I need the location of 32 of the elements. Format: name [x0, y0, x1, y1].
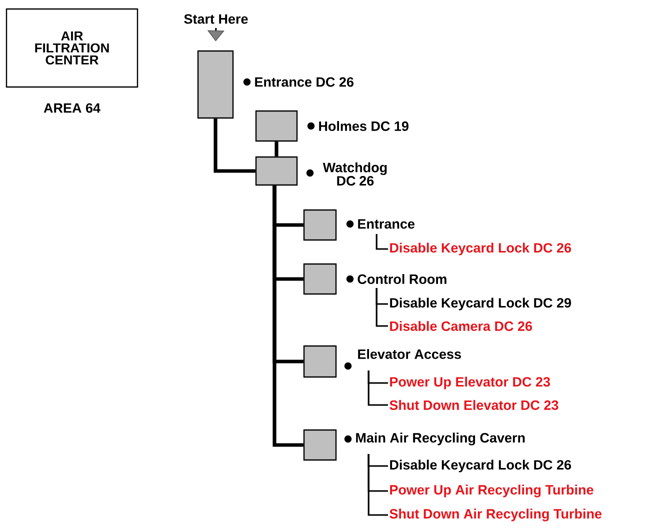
tree-line	[368, 370, 388, 406]
task-label: Disable Keycard Lock DC 26	[390, 242, 572, 256]
room-label: Watchdog DC 26	[322, 162, 387, 186]
room-box	[255, 156, 298, 186]
task-label: Power Up Elevator DC 23	[390, 376, 550, 390]
room-box	[303, 209, 337, 241]
room-box	[197, 50, 234, 119]
room-box	[303, 429, 337, 461]
tree-line	[376, 288, 388, 327]
task-label: Disable Camera DC 26	[390, 321, 532, 331]
tree-line	[274, 142, 278, 156]
tree-line	[214, 118, 256, 173]
title-box: AIR FILTRATION CENTER	[6, 8, 138, 88]
room-label: Entrance DC 26	[255, 77, 354, 87]
start-label: Start Here	[184, 14, 248, 24]
room-label: Elevator Access	[358, 349, 461, 359]
task-label: Disable Keycard Lock DC 26	[390, 460, 572, 472]
tree-line	[376, 234, 388, 250]
task-label: Shut Down Elevator DC 23	[390, 400, 558, 410]
room-label: Entrance	[358, 219, 414, 229]
tree-line	[272, 186, 304, 447]
task-label: Power Up Air Recycling Turbine	[390, 484, 594, 498]
room-box	[303, 345, 337, 378]
task-label: Shut Down Air Recycling Turbine	[390, 508, 602, 522]
room-label: Main Air Recycling Cavern	[356, 432, 525, 446]
room-box	[303, 263, 337, 295]
room-label: Holmes DC 19	[319, 121, 408, 131]
task-label: Disable Keycard Lock DC 29	[390, 298, 571, 310]
tree-line	[368, 454, 388, 516]
room-box	[255, 110, 298, 142]
area-label: AREA 64	[44, 103, 100, 113]
room-label: Control Room	[358, 274, 446, 284]
